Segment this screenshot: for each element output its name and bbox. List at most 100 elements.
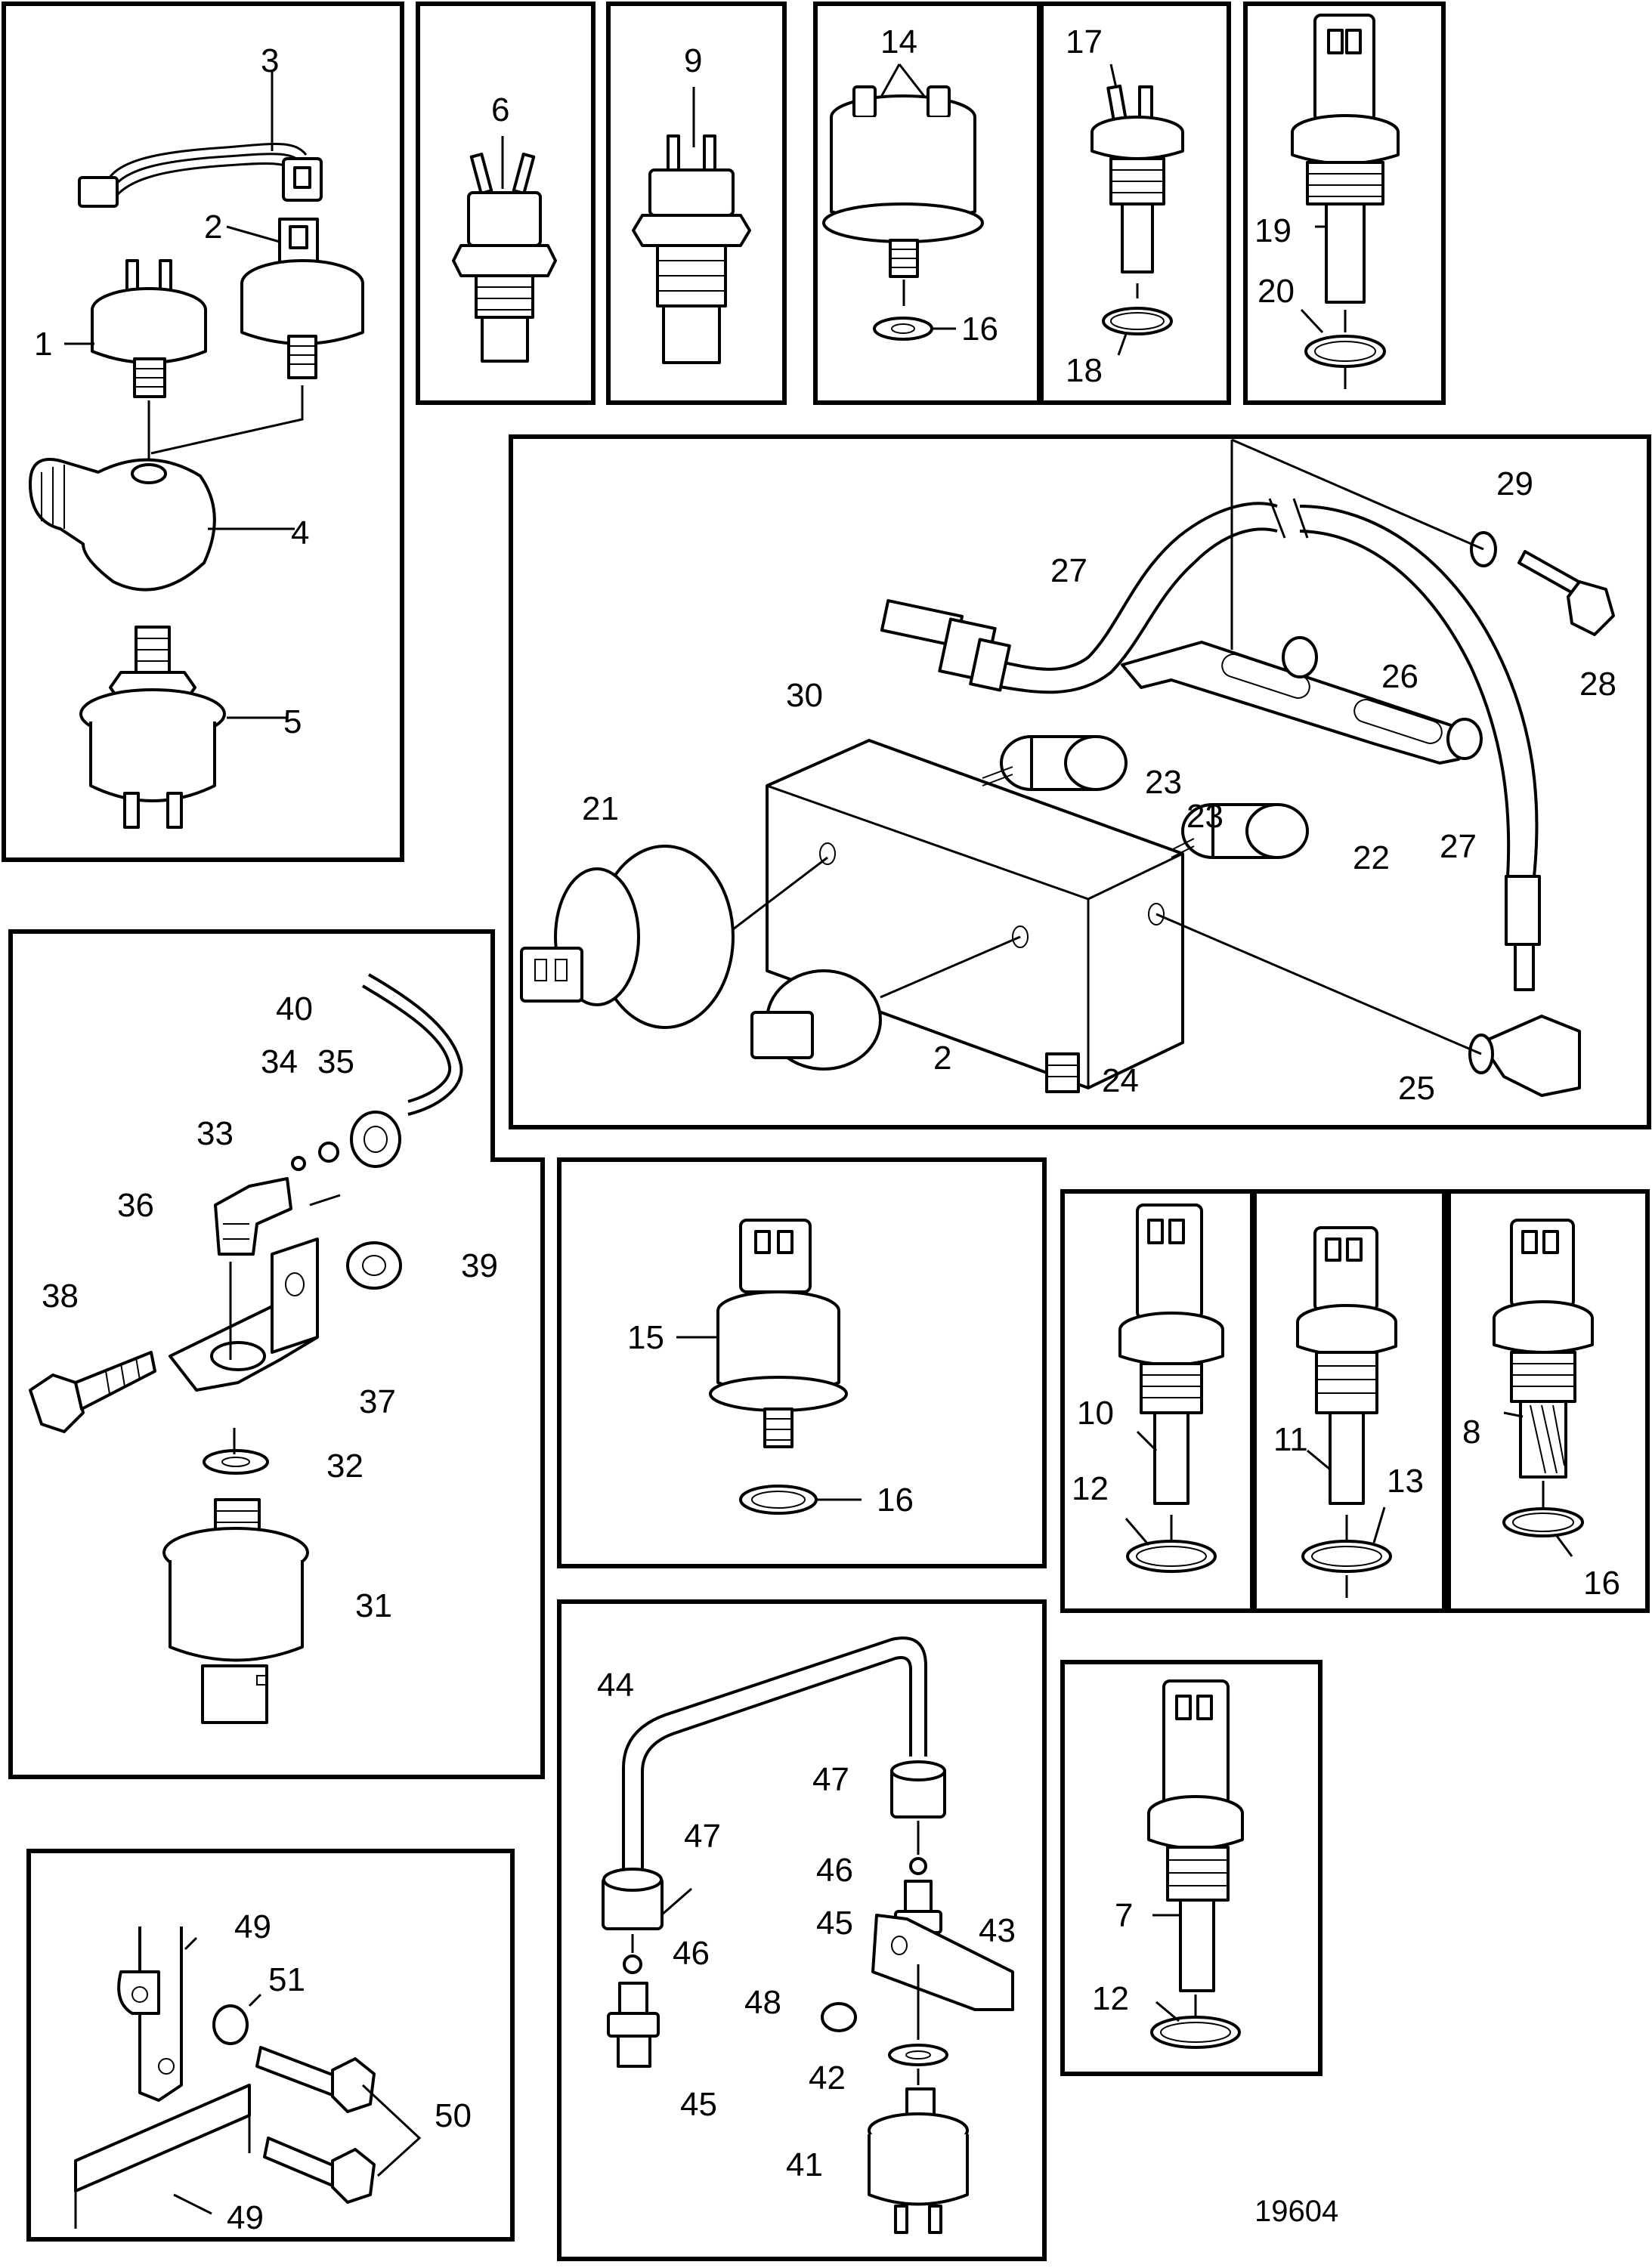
part-label-32: 32: [326, 1448, 364, 1485]
part-label-42: 42: [809, 2059, 846, 2097]
part-label-17: 17: [1066, 23, 1103, 60]
part-label-16: 16: [1583, 1565, 1620, 1602]
part-label-30: 30: [786, 677, 823, 714]
panel-l-frame: [1446, 1189, 1650, 1613]
panel-m: [74, 1927, 422, 2229]
panel-a-frame: [2, 2, 404, 862]
part-label-18: 18: [1066, 352, 1103, 389]
panel-e-frame: [1039, 2, 1231, 405]
panel-j: [1118, 1204, 1224, 1573]
part-label-20: 20: [1258, 273, 1295, 310]
part-label-2: 2: [204, 209, 222, 246]
panel-f: [1291, 14, 1400, 389]
sealing-washer-icon: [203, 1449, 269, 1475]
part-label-39: 39: [461, 1247, 498, 1284]
part-label-27: 27: [1440, 828, 1477, 865]
part-label-11: 11: [1273, 1421, 1308, 1458]
panel-b: [452, 136, 557, 363]
part-label-3: 3: [261, 42, 279, 79]
part-label-44: 44: [597, 1667, 634, 1704]
panel-g: [520, 438, 1615, 1097]
tee-fitting-icon: [29, 458, 216, 592]
part-label-47: 47: [812, 1761, 849, 1798]
bracket-icon: [138, 1927, 183, 2102]
panel-i: [676, 1219, 862, 1515]
part-label-16: 16: [877, 1482, 914, 1519]
part-label-5: 5: [283, 703, 302, 740]
panel-o: [1147, 1679, 1244, 2049]
part-label-19: 19: [1254, 212, 1292, 249]
part-label-22: 22: [1353, 839, 1390, 876]
part-label-2: 2: [933, 1040, 951, 1077]
banjo-fitting-icon: [1480, 1015, 1581, 1097]
part-label-9: 9: [684, 42, 702, 79]
figure-number: 19604: [1254, 2195, 1338, 2228]
part-label-38: 38: [42, 1278, 79, 1315]
oil-pressure-sender-icon: [739, 1219, 812, 1293]
pipe-icon: [368, 973, 463, 1116]
part-label-13: 13: [1387, 1463, 1424, 1500]
temperature-switch-icon: [469, 153, 493, 195]
panel-n: [602, 1636, 1014, 2234]
panel-k-frame: [1252, 1189, 1446, 1613]
part-label-1: 1: [34, 326, 52, 363]
temperature-sender-icon: [1313, 14, 1375, 122]
nut-icon: [1282, 636, 1318, 678]
part-label-45: 45: [816, 1905, 853, 1942]
part-label-25: 25: [1398, 1070, 1435, 1107]
part-label-49: 49: [234, 1908, 271, 1945]
nut-icon: [1446, 718, 1483, 760]
plug-icon: [1045, 1052, 1080, 1093]
part-label-47: 47: [684, 1818, 721, 1855]
part-label-49: 49: [227, 2199, 264, 2236]
part-label-16: 16: [961, 311, 998, 348]
nut-icon: [350, 1111, 401, 1168]
part-labels: 1 2 3 4 5 6 9 14 16 17 18 19 20 21 2 22 …: [34, 23, 1620, 2236]
part-label-21: 21: [582, 790, 619, 827]
temperature-sender-icon: [1162, 1679, 1230, 1807]
pipe-icon: [622, 1636, 927, 1870]
part-label-27: 27: [1050, 552, 1087, 589]
cable-plug-icon: [78, 176, 119, 208]
part-label-51: 51: [268, 1961, 305, 1998]
part-label-46: 46: [816, 1852, 853, 1889]
panel-o-frame: [1060, 1660, 1323, 2076]
part-label-28: 28: [1579, 666, 1616, 703]
temperature-switch-icon: [667, 134, 680, 175]
washer-icon: [346, 1241, 402, 1290]
panel-e: [1091, 63, 1184, 356]
part-label-26: 26: [1381, 658, 1418, 695]
panel-d: [822, 63, 984, 341]
part-label-7: 7: [1115, 1897, 1133, 1934]
panel-c: [632, 87, 751, 364]
part-label-23: 23: [1186, 798, 1224, 835]
sealing-washer-icon: [888, 2044, 948, 2066]
part-label-43: 43: [979, 1912, 1016, 1949]
panel-g-frame: [509, 434, 1651, 1129]
part-label-15: 15: [627, 1319, 664, 1356]
elbow-fitting-icon: [214, 1177, 292, 1256]
part-label-41: 41: [786, 2146, 823, 2183]
sealing-washer-icon: [873, 317, 933, 341]
part-label-12: 12: [1092, 1980, 1129, 2017]
part-label-35: 35: [317, 1043, 354, 1080]
hex-bolt-icon: [263, 2137, 342, 2189]
part-label-29: 29: [1496, 465, 1533, 502]
panel-l: [1493, 1219, 1594, 1557]
part-label-14: 14: [880, 23, 917, 60]
part-label-23: 23: [1145, 764, 1182, 801]
panel-h-frame: [8, 929, 545, 1779]
pressure-switch-icon: [125, 259, 139, 292]
panel-h: [29, 973, 463, 1724]
hex-bolt-icon: [29, 1373, 85, 1433]
part-label-33: 33: [196, 1115, 234, 1152]
panel-k: [1296, 1226, 1397, 1598]
part-label-46: 46: [673, 1935, 710, 1972]
bracket-icon: [871, 1914, 1014, 2011]
panel-f-frame: [1243, 2, 1446, 405]
part-label-34: 34: [261, 1043, 298, 1080]
part-label-8: 8: [1462, 1414, 1480, 1451]
part-label-40: 40: [276, 990, 313, 1027]
part-label-37: 37: [359, 1383, 396, 1420]
